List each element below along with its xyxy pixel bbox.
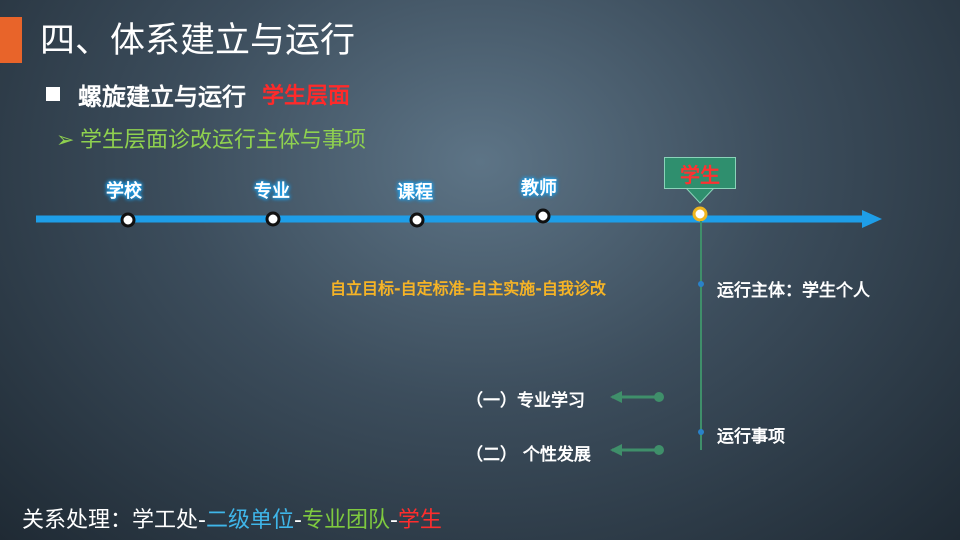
timeline-node-major (265, 211, 281, 227)
square-bullet-icon (46, 87, 60, 101)
item-professional-study: （一）专业学习 (466, 391, 585, 411)
footer-part3: 专业团队 (301, 508, 390, 533)
subject-label: 运行主体：学生个人 (717, 281, 870, 301)
timeline-node-teacher (535, 208, 551, 224)
footer-part2: 二级单位 (205, 508, 294, 533)
items-label: 运行事项 (717, 427, 785, 447)
arrow-bullet-icon: ➢ (56, 128, 75, 153)
item-arrowhead-1 (610, 391, 622, 403)
node-label-major: 专业 (254, 181, 290, 202)
title-accent-bar (0, 17, 22, 63)
timeline-node-student (692, 206, 708, 222)
footer-part4: 学生 (397, 508, 442, 533)
process-text: 自立目标-自定标准-自主实施-自我诊改 (330, 279, 606, 298)
footer-prefix: 关系处理： (22, 508, 133, 533)
footer-sep1: - (198, 508, 206, 533)
node-label-school: 学校 (106, 181, 142, 202)
footer-part1: 学工处 (132, 508, 199, 533)
footer-sep2: - (294, 508, 302, 533)
subtitle: 螺旋建立与运行 (78, 82, 246, 111)
timeline-node-course (409, 212, 425, 228)
student-flag-pointer (684, 187, 716, 204)
node-label-course: 课程 (397, 182, 433, 203)
item-arrow-dot-2 (654, 445, 664, 455)
node-label-teacher: 教师 (521, 178, 557, 199)
item-arrowhead-2 (610, 444, 622, 456)
footer-relations: 关系处理：学工处-二级单位-专业团队-学生 (22, 502, 442, 534)
connector-dot-items (698, 429, 704, 435)
node-label-student: 学生 (664, 157, 736, 189)
subtitle-row: 螺旋建立与运行 学生层面 (46, 74, 350, 114)
timeline-arrowhead (862, 210, 882, 228)
item-arrow-dot-1 (654, 392, 664, 402)
bullet-text: 学生层面诊改运行主体与事项 (80, 128, 367, 153)
footer-sep3: - (389, 508, 398, 533)
item-personal-development: （二） 个性发展 (466, 445, 591, 465)
bullet-row: ➢学生层面诊改运行主体与事项 (56, 122, 366, 154)
slide-title: 四、体系建立与运行 (40, 21, 356, 61)
timeline-node-school (120, 212, 136, 228)
subtitle-highlight: 学生层面 (262, 84, 351, 109)
connector-dot-subject (698, 281, 704, 287)
